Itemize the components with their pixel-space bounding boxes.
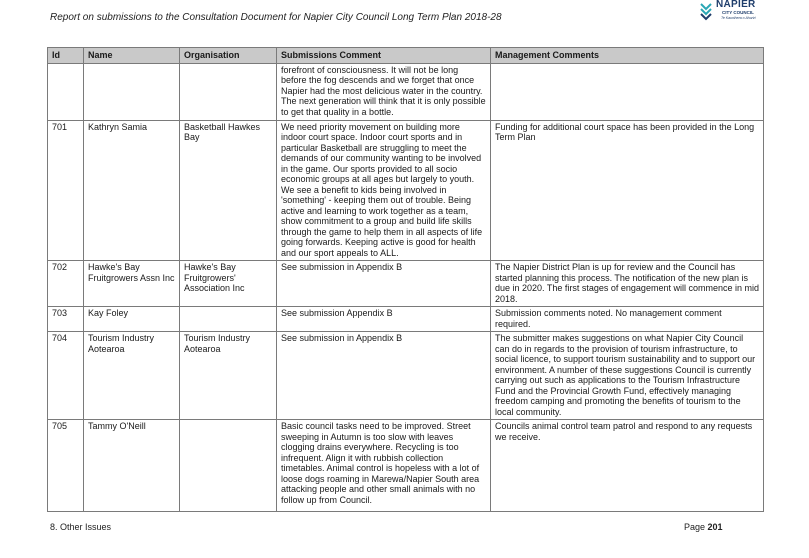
col-header-submissions-comment: Submissions Comment <box>276 47 491 64</box>
cell-name: Kathryn Samia <box>83 119 180 261</box>
cell-id: 701 <box>47 119 84 261</box>
page-label: Page <box>684 522 708 532</box>
cell-id: 705 <box>47 419 84 512</box>
table-row: 701 Kathryn Samia Basketball Hawkes Bay … <box>47 119 764 261</box>
cell-name <box>83 62 180 121</box>
cell-management <box>490 62 764 121</box>
table-row: forefront of consciousness. It will not … <box>47 62 764 121</box>
cell-organisation: Basketball Hawkes Bay <box>179 119 277 261</box>
cell-comment: See submission in Appendix B <box>276 260 491 307</box>
cell-name: Tammy O'Neill <box>83 419 180 512</box>
submissions-table: Id Name Organisation Submissions Comment… <box>47 47 764 512</box>
logo-tagline: Te Kaunihera o Ahuriri <box>721 16 756 20</box>
cell-management: Councils animal control team patrol and … <box>490 419 764 512</box>
col-header-organisation: Organisation <box>179 47 277 64</box>
table-header-row: Id Name Organisation Submissions Comment… <box>47 47 764 64</box>
cell-organisation: Hawke's Bay Fruitgrowers' Association In… <box>179 260 277 307</box>
cell-comment: See submission in Appendix B <box>276 331 491 420</box>
table-row: 703 Kay Foley See submission Appendix B … <box>47 306 764 332</box>
cell-name: Tourism Industry Aotearoa <box>83 331 180 420</box>
col-header-id: Id <box>47 47 84 64</box>
logo-name: NAPIER <box>716 0 756 10</box>
cell-management: Funding for additional court space has b… <box>490 119 764 261</box>
cell-id: 704 <box>47 331 84 420</box>
napier-logo-icon <box>700 3 712 21</box>
cell-management: The Napier District Plan is up for revie… <box>490 260 764 307</box>
page-number: 201 <box>707 522 723 532</box>
report-title: Report on submissions to the Consultatio… <box>50 12 502 23</box>
cell-comment: We need priority movement on building mo… <box>276 119 491 261</box>
footer-section: 8. Other Issues <box>50 522 112 532</box>
cell-organisation <box>179 419 277 512</box>
table-row: 704 Tourism Industry Aotearoa Tourism In… <box>47 331 764 420</box>
logo-subtitle: CITY COUNCIL <box>722 10 754 15</box>
cell-comment: Basic council tasks need to be improved.… <box>276 419 491 512</box>
cell-name: Kay Foley <box>83 306 180 332</box>
cell-comment: See submission Appendix B <box>276 306 491 332</box>
cell-id: 702 <box>47 260 84 307</box>
cell-organisation <box>179 62 277 121</box>
cell-comment: forefront of consciousness. It will not … <box>276 62 491 121</box>
cell-organisation: Tourism Industry Aotearoa <box>179 331 277 420</box>
cell-management: Submission comments noted. No management… <box>490 306 764 332</box>
table-row: 702 Hawke's Bay Fruitgrowers Assn Inc Ha… <box>47 260 764 307</box>
col-header-management-comments: Management Comments <box>490 47 764 64</box>
cell-organisation <box>179 306 277 332</box>
footer-page: Page 201 <box>684 522 723 532</box>
cell-name: Hawke's Bay Fruitgrowers Assn Inc <box>83 260 180 307</box>
cell-id <box>47 62 84 121</box>
table-row: 705 Tammy O'Neill Basic council tasks ne… <box>47 419 764 512</box>
cell-management: The submitter makes suggestions on what … <box>490 331 764 420</box>
col-header-name: Name <box>83 47 180 64</box>
cell-id: 703 <box>47 306 84 332</box>
